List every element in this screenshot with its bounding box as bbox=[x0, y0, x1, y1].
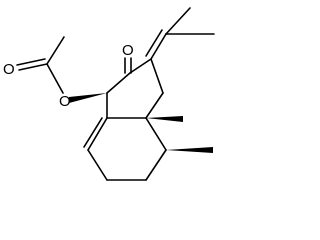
bond-ring-c2-c1 bbox=[106, 72, 131, 94]
molecule-structure-diagram: O O O bbox=[3, 7, 215, 181]
wedge-bond-acetoxy bbox=[69, 93, 107, 103]
wedge-bond-angular-methyl bbox=[146, 116, 183, 122]
bond-ring-c8-double-inner bbox=[83, 117, 103, 148]
bond-ring-c6-c5 bbox=[145, 149, 167, 181]
bond-ester-carbonyl-double-b bbox=[16, 58, 46, 66]
bond-ring-c3-c2 bbox=[129, 58, 152, 74]
bond-ring-c8a-c8 bbox=[87, 117, 108, 151]
bond-isopropylidene-left-methyl bbox=[165, 7, 191, 35]
bond-ring-c8-c7 bbox=[87, 149, 108, 181]
ester-oxygen-label: O bbox=[59, 93, 71, 110]
bond-acetyl-methyl bbox=[46, 36, 65, 65]
bond-exocyclic-double-b bbox=[145, 29, 163, 57]
ester-carbonyl-oxygen-label: O bbox=[3, 61, 15, 78]
bond-exocyclic-double-a bbox=[150, 33, 167, 60]
bond-ring-c5-c4a bbox=[145, 117, 167, 151]
bond-ester-carbonyl-double-a bbox=[18, 63, 48, 71]
wedge-bond-ring-methyl bbox=[166, 147, 213, 153]
bond-ring-c4-c4a bbox=[145, 92, 164, 119]
bond-ring-c3-c4 bbox=[150, 58, 164, 94]
bond-ester-o-carbonyl-carbon bbox=[46, 63, 64, 94]
ketone-oxygen-label: O bbox=[122, 42, 134, 59]
